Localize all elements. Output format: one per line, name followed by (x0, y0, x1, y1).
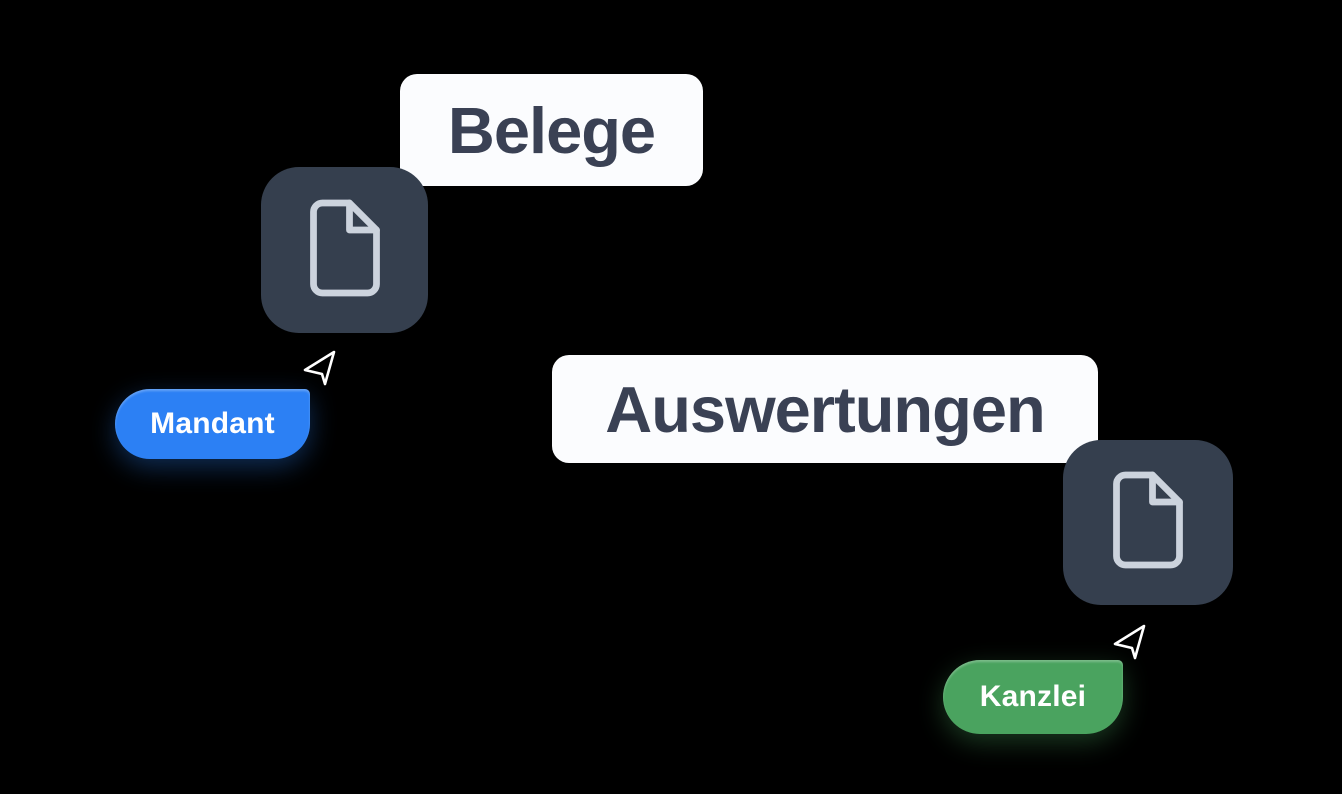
badge-mandant: Mandant (115, 389, 310, 459)
card-belege: Belege (400, 74, 703, 186)
badge-kanzlei: Kanzlei (943, 660, 1123, 734)
cursor-arrow-icon (1112, 622, 1148, 667)
document-tile-belege (261, 167, 428, 333)
badge-kanzlei-label: Kanzlei (979, 680, 1087, 713)
file-icon (291, 194, 399, 307)
card-auswertungen: Auswertungen (552, 355, 1098, 463)
cursor-arrow-icon (302, 348, 338, 393)
document-tile-auswertungen (1063, 440, 1233, 605)
file-icon (1094, 466, 1202, 579)
card-auswertungen-label: Auswertungen (605, 372, 1045, 446)
badge-mandant-label: Mandant (150, 407, 275, 440)
card-belege-label: Belege (447, 93, 656, 167)
